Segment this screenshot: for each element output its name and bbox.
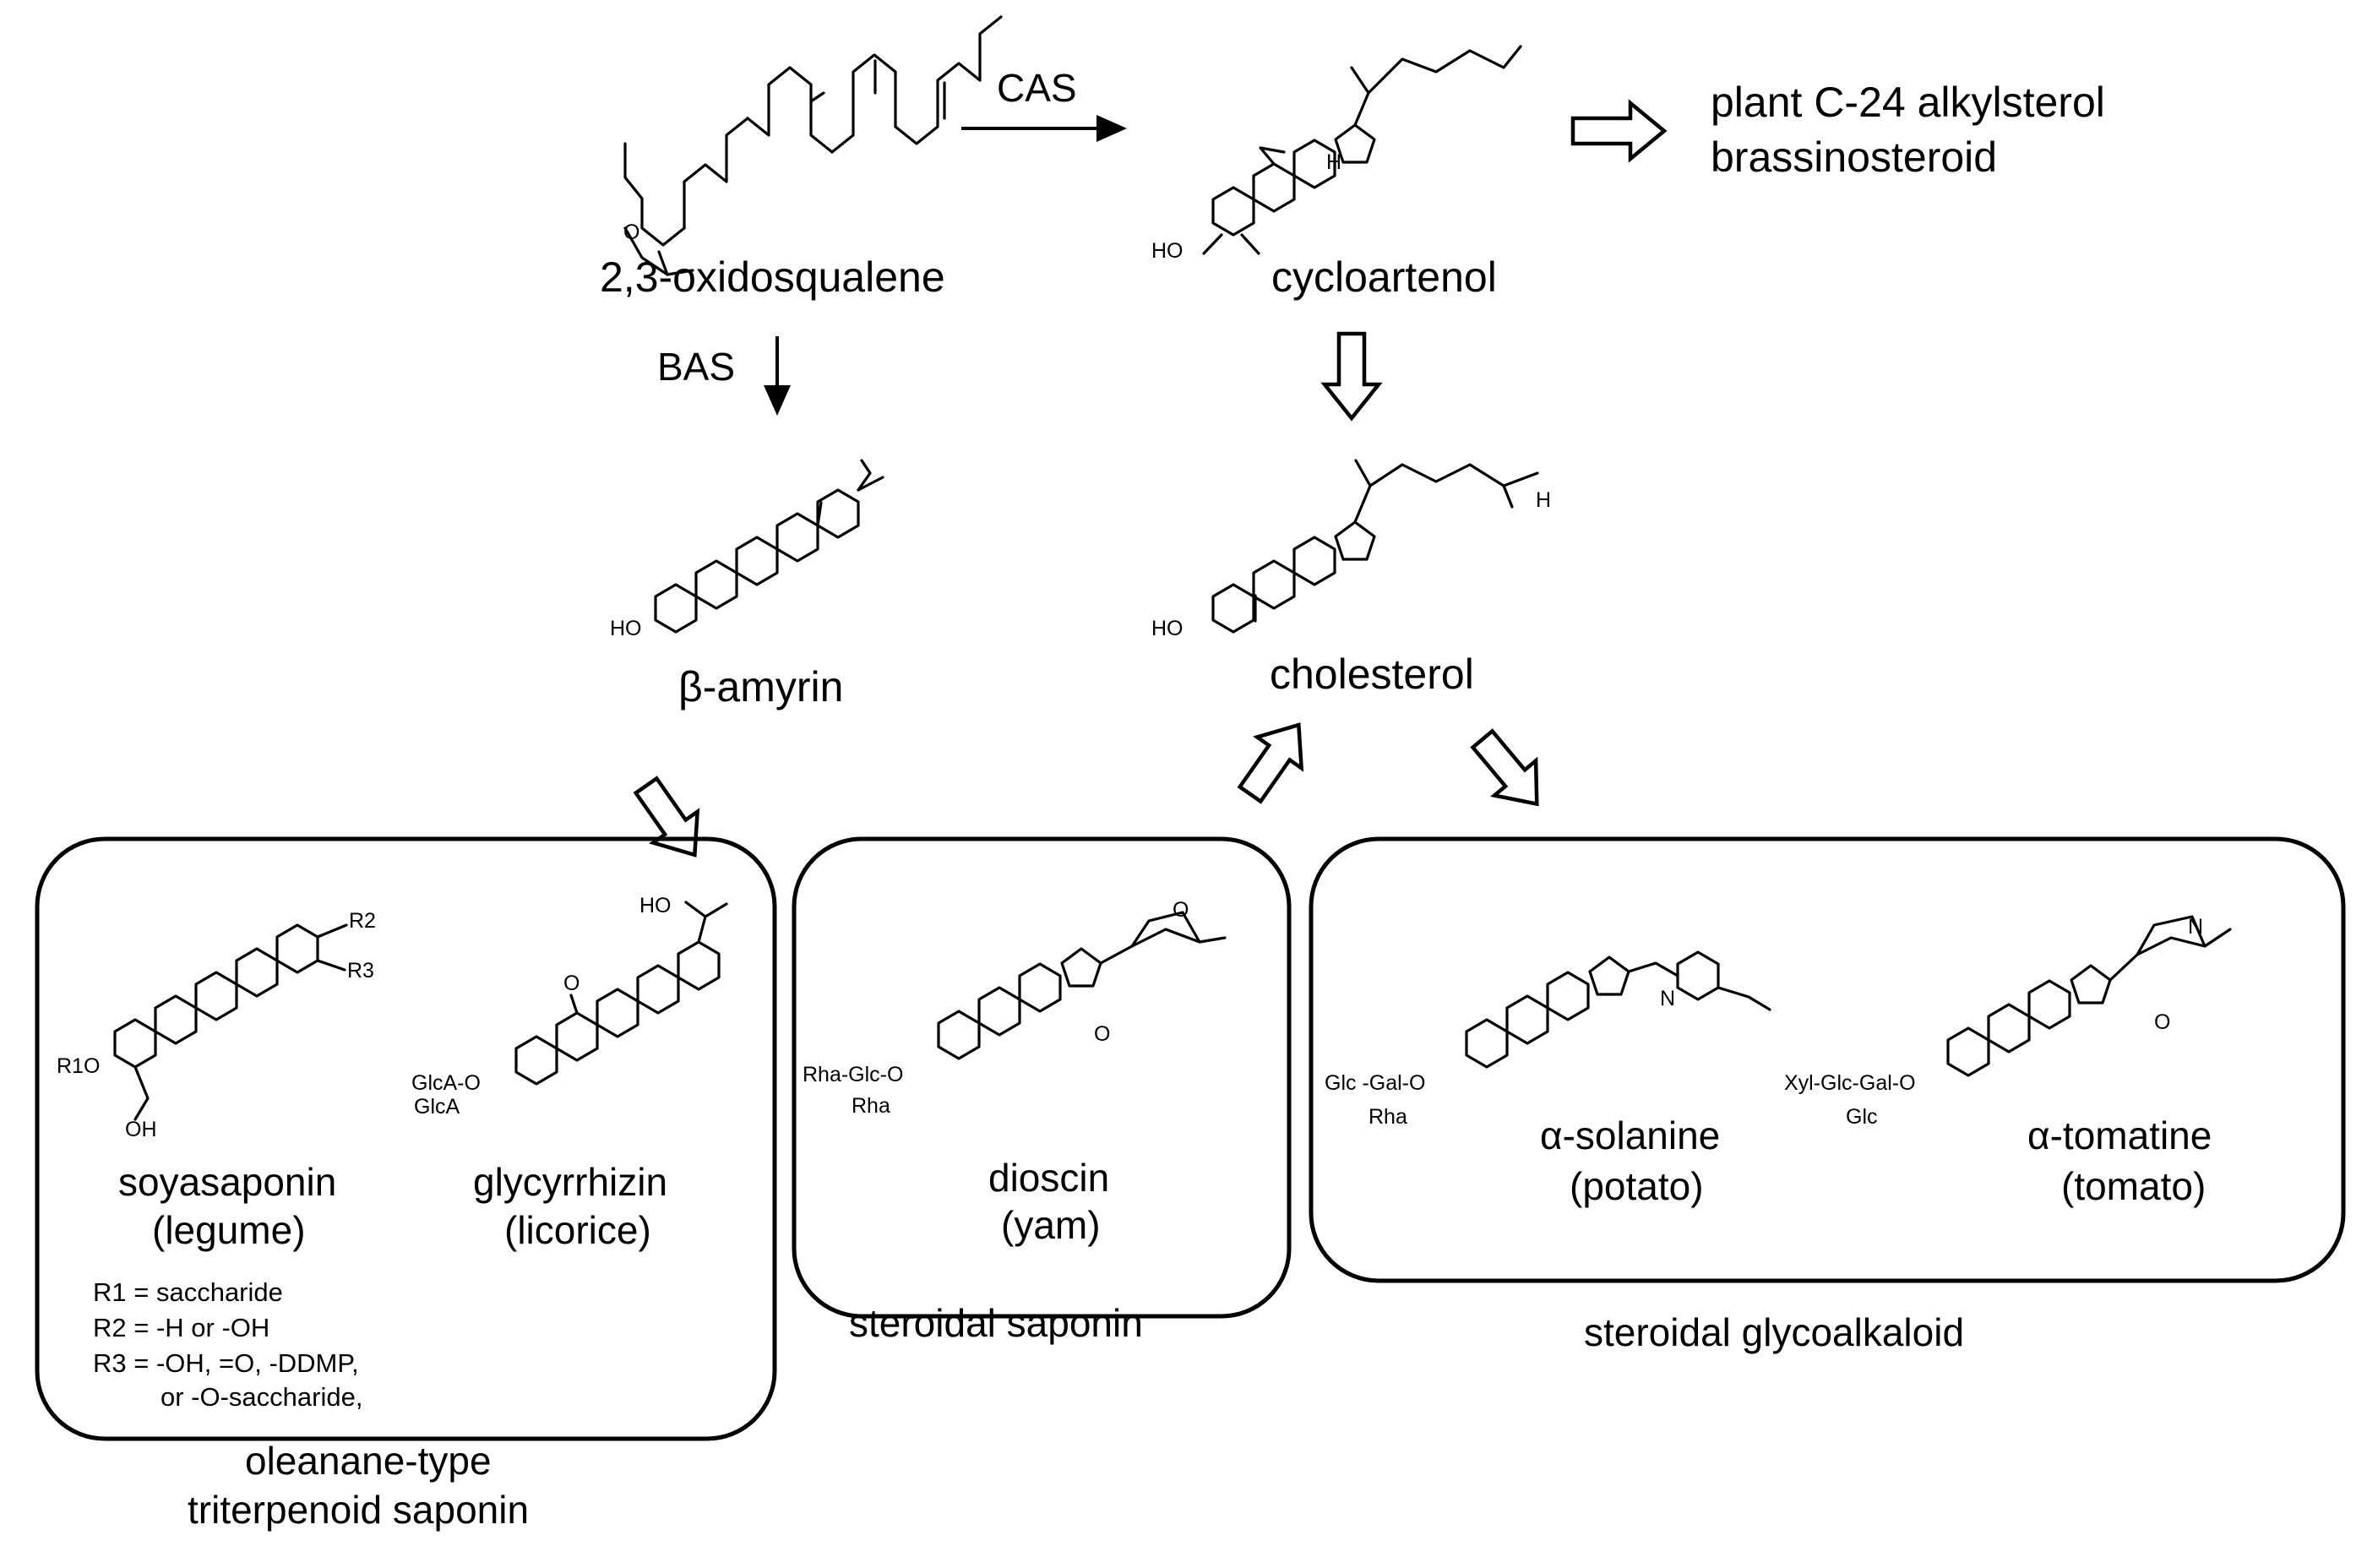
to-steroidal-saponin-arrow [1237,722,1304,804]
dioscin-sugar2-label: Rha [852,1094,890,1118]
dioscin-o-label: O [1094,1022,1110,1046]
steroidal-saponin-box [792,836,1292,1319]
cycloartenol-h-label: H [1326,150,1341,174]
glycoalkaloid-box [1309,836,2346,1283]
soya-r1o-label: R1O [57,1054,100,1078]
to-oleanane-arrow [633,776,700,858]
oleanane-caption-2: triterpenoid saponin [188,1488,529,1532]
tomatine-label: α-tomatine [2027,1113,2212,1157]
solanine-sugar2-label: Rha [1369,1105,1407,1129]
oleanane-caption-1: oleanane-type [245,1439,492,1483]
tomatine-sugar1-label: Xyl-Glc-Gal-O [1784,1071,1916,1095]
oleanane-box [35,836,777,1441]
tomatine-sugar2-label: Glc [1846,1105,1878,1129]
tomatine-o-label: O [2154,1010,2170,1034]
glycyrrhizin-label: glycyrrhizin [473,1160,667,1204]
oxidosqualene-label: 2,3-oxidosqualene [600,253,945,301]
r3b-note: or -O-saccharide, [161,1382,362,1412]
beta-amyrin-label: β-amyrin [678,663,843,710]
dioscin-o2-label: O [1173,898,1189,922]
glycyrrhizin-source: (licorice) [504,1208,651,1252]
soyasaponin-label: soyasaponin [118,1160,336,1204]
tomatine-source: (tomato) [2061,1164,2206,1208]
plant-sterol-label: plant C-24 alkylsterol [1711,79,2105,126]
soyasaponin-structure [113,923,348,1121]
cas-label: CAS [997,66,1077,110]
oxidosqualene-structure [623,15,1003,276]
glyc-ho-label: HO [639,894,672,917]
solanine-sugar1-label: Glc -Gal-O [1325,1071,1425,1095]
cholesterol-structure [1211,459,1539,634]
tomatine-n-label: N [2188,915,2203,939]
soya-r2-label: R2 [349,909,376,933]
soyasaponin-source: (legume) [152,1208,306,1252]
glyc-o-label: O [563,972,580,995]
dioscin-structure [937,911,1227,1060]
solanine-label: α-solanine [1540,1113,1720,1157]
glyc-glca1-label: GlcA-O [411,1071,481,1095]
cholesterol-label: cholesterol [1270,651,1474,698]
cycloartenol-label: cycloartenol [1271,253,1497,301]
brassinosteroid-label: brassinosteroid [1711,133,1997,181]
bas-label: BAS [657,345,735,389]
r2-note: R2 = -H or -OH [93,1313,269,1342]
tomatine-structure [1946,915,2232,1077]
glycoalkaloid-caption: steroidal glycoalkaloid [1584,1310,1964,1354]
cycloartenol-ho-label: HO [1151,239,1184,263]
r1-note: R1 = saccharide [93,1277,283,1307]
cholesterol-h-label: H [1536,488,1551,512]
solanine-structure [1465,950,1771,1069]
beta-amyrin-structure [654,459,884,634]
solanine-n-label: N [1660,987,1675,1010]
soya-r3-label: R3 [347,959,374,983]
amyrin-ho-label: HO [610,617,642,640]
soya-oh-label: OH [125,1118,157,1141]
cholesterol-ho-label: HO [1151,617,1184,640]
dioscin-sugar1-label: Rha-Glc-O [803,1063,903,1086]
glycyrrhizin-structure [514,901,728,1086]
steroidal-saponin-caption: steroidal saponin [849,1301,1143,1345]
to-cholesterol-arrow [1320,331,1383,422]
cycloartenol-structure [1202,45,1522,255]
dioscin-source: (yam) [1001,1203,1101,1247]
r3-note: R3 = -OH, =O, -DDMP, [93,1348,359,1378]
dioscin-label: dioscin [988,1156,1109,1200]
glyc-glca2-label: GlcA [414,1095,460,1119]
to-glycoalkaloid-arrow [1470,728,1539,807]
solanine-source: (potato) [1570,1164,1704,1208]
epoxide-oxygen-label: O [623,220,639,244]
to-plant-sterol-arrow [1570,99,1668,163]
